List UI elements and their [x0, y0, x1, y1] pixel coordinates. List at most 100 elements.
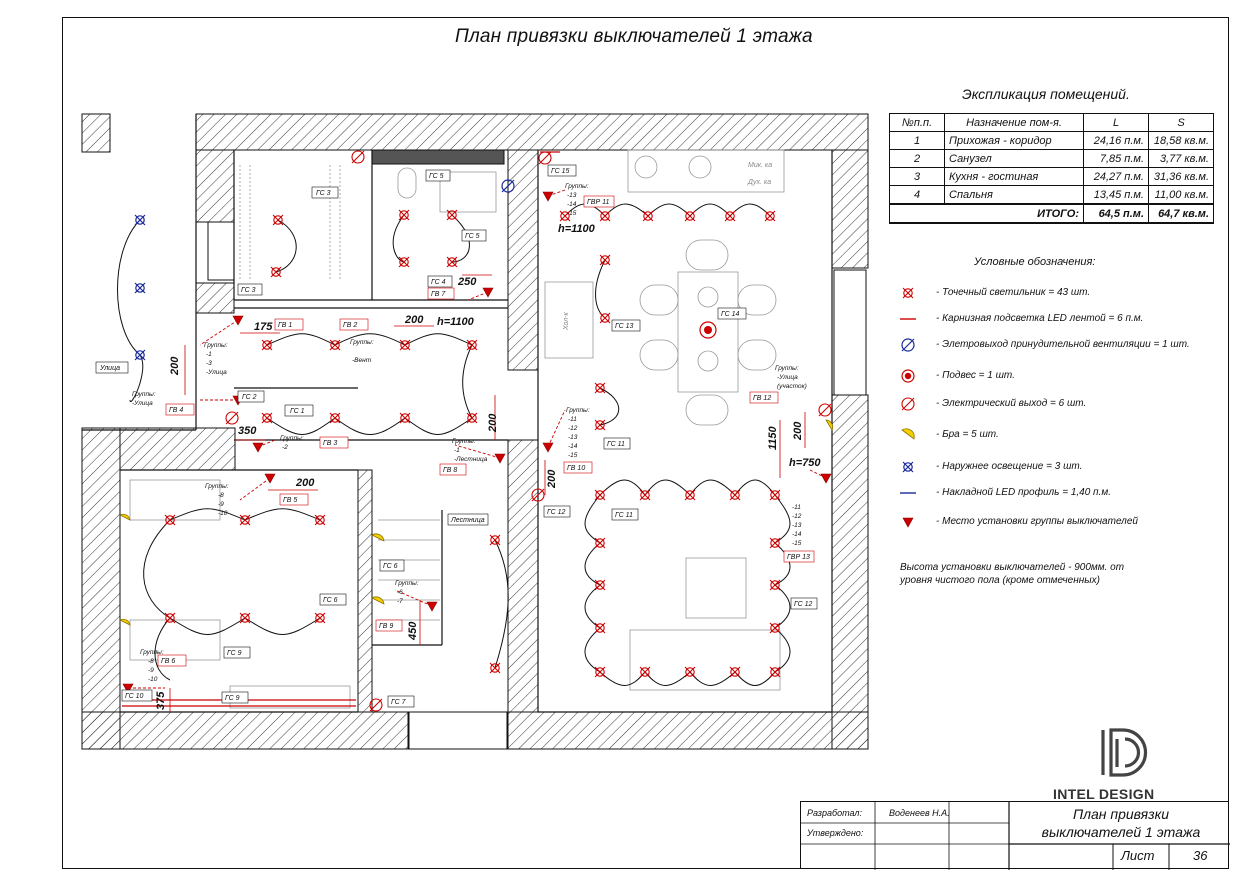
- table-cell: Санузел: [944, 149, 1084, 168]
- tag-gvr11: ГВР 11: [587, 199, 609, 206]
- explication-table: №п.п. Назначение пом-я. L S 1 Прихожая -…: [889, 113, 1214, 224]
- tag-gv1: ГВ 1: [278, 322, 292, 329]
- tag-gv12: ГВ 12: [753, 395, 771, 402]
- legend-text: - Бра = 5 шт.: [936, 429, 999, 440]
- label-microwave: Мик. ка: [748, 162, 772, 169]
- g9-3: -15: [567, 210, 577, 217]
- dim-350: 350: [238, 425, 257, 437]
- table-header: №п.п.: [889, 113, 945, 132]
- partitions: [82, 114, 833, 713]
- table-header: S: [1148, 113, 1214, 132]
- g11-1: -Улица: [777, 374, 798, 381]
- g10-0: Группы:: [566, 407, 590, 414]
- table-cell: 7,85 п.м.: [1083, 149, 1149, 168]
- tag-gv8: ГВ 8: [443, 467, 457, 474]
- legend-text: - Электрический выход = 6 шт.: [936, 398, 1087, 409]
- tag-gs15: ГС 15: [551, 168, 569, 175]
- g1-1: -1: [206, 351, 212, 358]
- g5-2: -Лестница: [454, 456, 488, 463]
- sheet-title: План привязки выключателей 1 этажа: [1016, 805, 1226, 841]
- g8-1: -6: [397, 589, 403, 596]
- g8-2: -7: [397, 598, 403, 605]
- dim-175: 175: [254, 321, 273, 333]
- g12-3: -14: [792, 531, 802, 538]
- g10-2: -12: [568, 425, 578, 432]
- sheet-title-line-2: выключателей 1 этажа: [1041, 824, 1201, 840]
- tag-gvr13: ГВР 13: [787, 554, 810, 561]
- tag-gs10: ГС 10: [125, 693, 143, 700]
- logo-text: INTEL DESIGN: [1053, 786, 1155, 802]
- table-cell: 2: [889, 149, 945, 168]
- dim-200-f: 200: [792, 421, 804, 441]
- dim-1150: 1150: [767, 425, 779, 450]
- dim-200-b: 200: [487, 413, 499, 433]
- g4-1: -Вент: [352, 357, 372, 364]
- g1-3: -Улица: [206, 369, 227, 376]
- legend-title: Условные обозначения:: [974, 256, 1096, 268]
- group-notes: Группы: -1 -3 -Улица Группы: -Улица Груп…: [132, 183, 807, 683]
- dim-375: 375: [155, 691, 167, 710]
- legend-text: - Накладной LED профиль = 1,40 п.м.: [936, 487, 1111, 498]
- table-cell: 3,77 кв.м.: [1148, 149, 1214, 168]
- table-cell: 24,27 п.м.: [1083, 167, 1149, 186]
- legend-text: - Место установки группы выключателей: [936, 516, 1138, 527]
- label-stairs: Лестница: [450, 517, 485, 524]
- g2-1: -Улица: [132, 400, 153, 407]
- tag-gs1: ГС 1: [290, 408, 305, 415]
- electric-outlet-icon: [901, 397, 915, 411]
- explication-title: Экспликация помещений.: [962, 86, 1130, 102]
- pendant-icon: [901, 369, 915, 383]
- legend-text: - Карнизная подсветка LED лентой = 6 п.м…: [936, 313, 1144, 324]
- table-row: 3 Кухня - гостиная 24,27 п.м. 31,36 кв.м…: [889, 167, 1214, 186]
- table-row: 2 Санузел 7,85 п.м. 3,77 кв.м.: [889, 149, 1214, 168]
- label-oven: Дух. ка: [747, 179, 771, 186]
- tag-gs9-a: ГС 9: [227, 650, 242, 657]
- table-cell: Кухня - гостиная: [944, 167, 1084, 186]
- g1-0: Группы:: [204, 342, 228, 349]
- tag-gv9: ГВ 9: [379, 623, 393, 630]
- developed-name: Воденеев Н.А.: [889, 808, 950, 818]
- tag-gs12-a: ГС 12: [547, 509, 565, 516]
- room-labels: Улица Лестница Хол-к Мик. ка Дух. ка: [95, 162, 772, 526]
- tag-gs6-b: ГС 6: [323, 597, 338, 604]
- label-street: Улица: [99, 365, 120, 372]
- developed-label: Разработал:: [807, 808, 862, 818]
- g11-2: (участок): [777, 383, 807, 390]
- g10-5: -15: [568, 452, 578, 459]
- dim-h1100-b: h=1100: [558, 223, 596, 235]
- walls: [81, 113, 869, 750]
- outdoor-lights: [134, 214, 146, 361]
- sheet-label: Лист: [1121, 848, 1155, 863]
- g3-0: Группы:: [280, 435, 304, 442]
- table-header: Назначение пом-я.: [944, 113, 1084, 132]
- g10-3: -13: [568, 434, 578, 441]
- drawing-frame: [62, 17, 1229, 869]
- pendant-light: [699, 321, 717, 339]
- height-note: Высота установки выключателей - 900мм. о…: [900, 561, 1124, 587]
- table-cell: Спальня: [944, 185, 1084, 205]
- legend-text: - Наружнее освещение = 3 шт.: [936, 461, 1083, 472]
- g4-0: Группы:: [350, 339, 374, 346]
- g2-0: Группы:: [132, 391, 156, 398]
- g1-2: -3: [206, 360, 212, 367]
- sconces: [119, 419, 834, 626]
- dim-h1100-a: h=1100: [437, 316, 475, 328]
- intel-design-logo: [1101, 728, 1148, 777]
- table-cell: 13,45 п.м.: [1083, 185, 1149, 205]
- g9-0: Группы:: [565, 183, 589, 190]
- tag-gs2: ГС 2: [242, 394, 257, 401]
- table-row: 4 Спальня 13,45 п.м. 11,00 кв.м.: [889, 185, 1214, 205]
- g9-2: -14: [567, 201, 577, 208]
- tag-gs3-b: ГС 3: [241, 287, 256, 294]
- sheet-title-line-1: План привязки: [1072, 806, 1170, 822]
- tag-gv3: ГВ 3: [323, 440, 337, 447]
- table-cell: 4: [889, 185, 945, 205]
- dim-200-a: 200: [404, 314, 424, 326]
- tag-gs3-a: ГС 3: [316, 190, 331, 197]
- tag-gs11-a: ГС 11: [607, 441, 625, 448]
- g5-1: -1: [454, 447, 460, 454]
- dimension-labels: 175 200 h=1100 250 200 200 350 200 450 3…: [155, 223, 821, 710]
- g10-4: -14: [568, 443, 578, 450]
- tag-gv2: ГВ 2: [343, 322, 357, 329]
- tag-gv10: ГВ 10: [567, 465, 585, 472]
